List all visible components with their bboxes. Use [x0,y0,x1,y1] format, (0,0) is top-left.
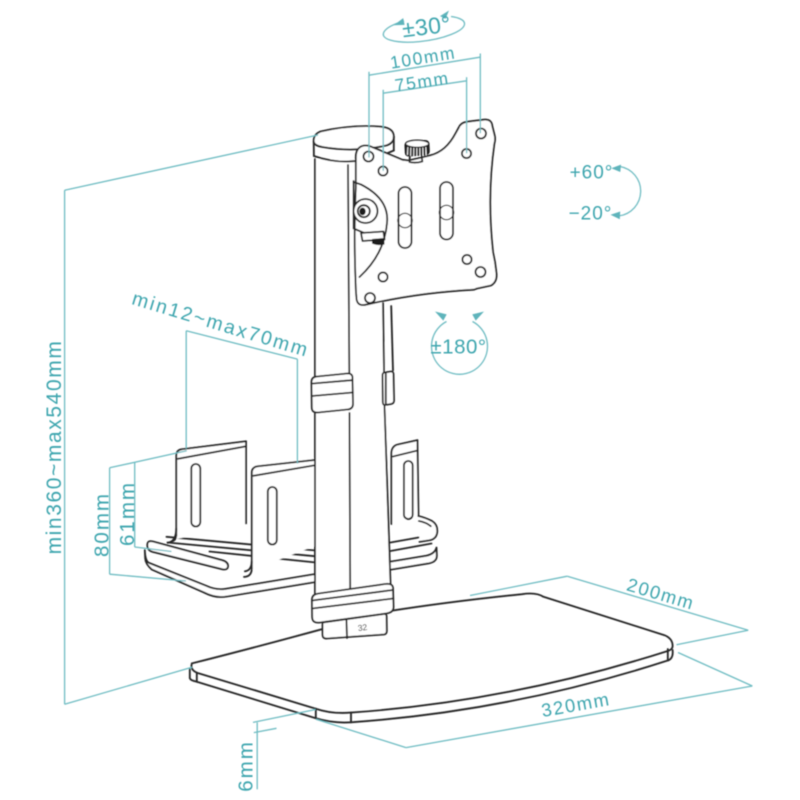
svg-text:32: 32 [357,622,368,633]
svg-text:−20°: −20° [569,204,613,225]
svg-text:±30°: ±30° [401,11,453,43]
svg-text:6mm: 6mm [235,740,258,792]
svg-text:+60°: +60° [570,163,614,184]
svg-text:±180°: ±180° [430,336,486,359]
svg-text:80mm: 80mm [91,492,114,557]
svg-text:min360~max540mm: min360~max540mm [43,340,66,555]
svg-text:61mm: 61mm [116,481,139,546]
